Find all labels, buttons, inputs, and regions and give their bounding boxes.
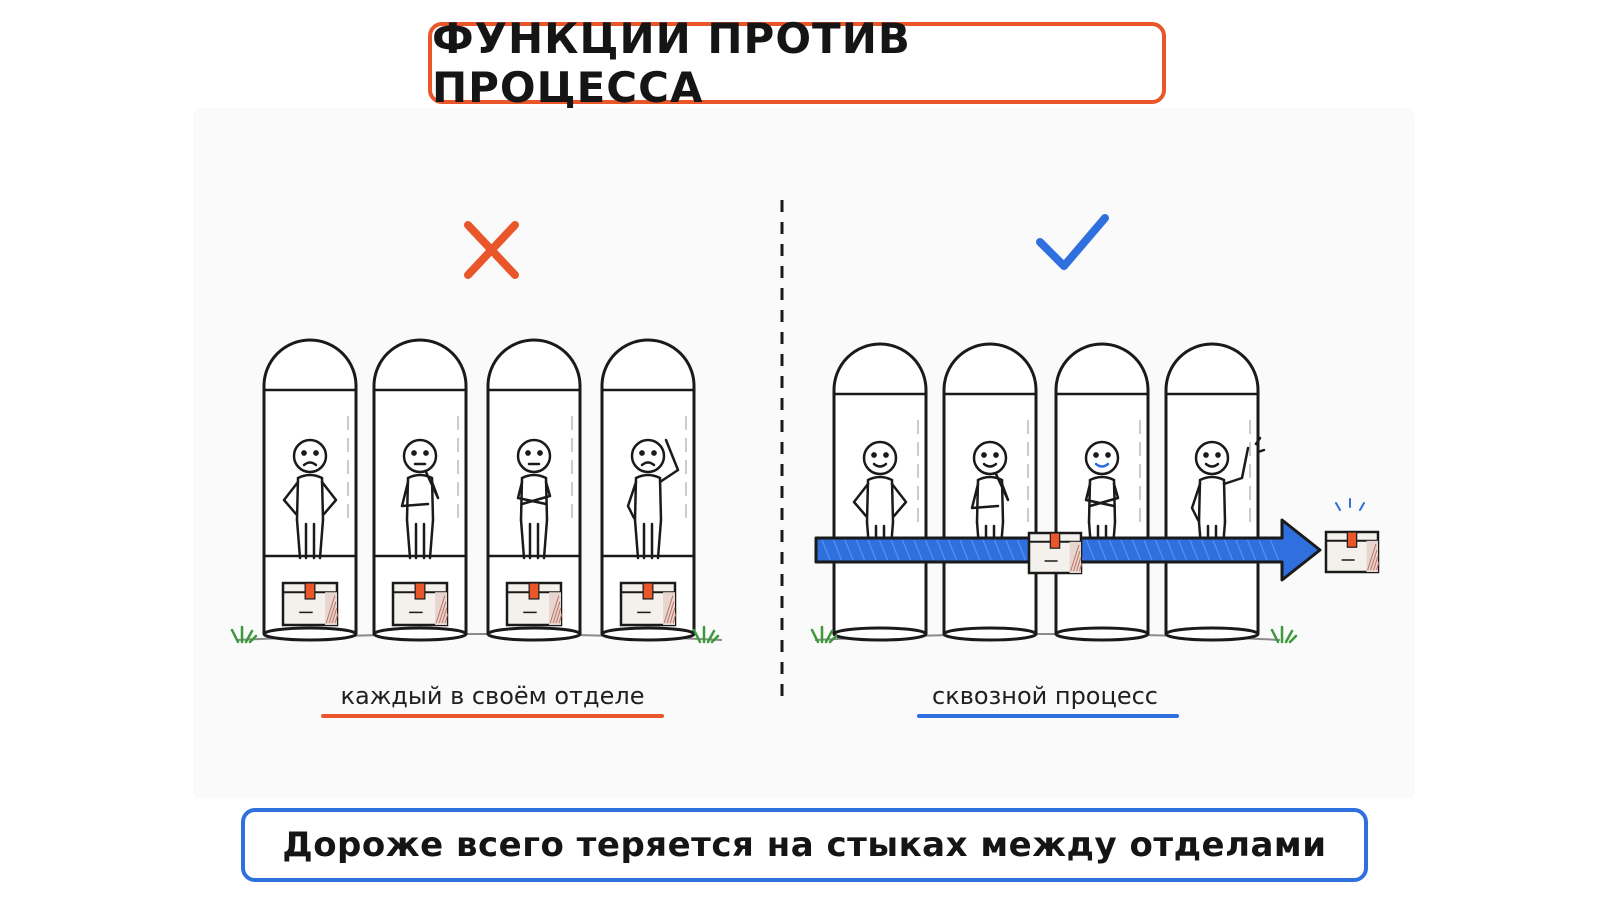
left-silo-person	[282, 438, 338, 560]
right-silo	[1164, 342, 1260, 642]
right-caption: сквозной процесс	[932, 682, 1158, 710]
left-silo	[262, 338, 358, 642]
delivered-package	[1324, 530, 1380, 574]
left-silo	[600, 338, 696, 642]
left-silo-person	[516, 438, 552, 560]
left-silo-package	[619, 581, 677, 627]
right-silo	[942, 342, 1038, 642]
left-silo-package	[505, 581, 563, 627]
left-silo-package	[391, 581, 449, 627]
right-silo	[1054, 342, 1150, 642]
left-silo	[486, 338, 582, 642]
footer-message: Дороже всего теряется на стыках между от…	[282, 825, 1327, 865]
grass-icon	[810, 625, 838, 644]
right-caption-underline	[917, 714, 1179, 718]
moving-package	[1027, 531, 1083, 575]
footer-box: Дороже всего теряется на стыках между от…	[241, 808, 1368, 882]
page-title: ФУНКЦИИ ПРОТИВ ПРОЦЕССА	[432, 14, 911, 112]
grass-icon	[1270, 625, 1298, 644]
right-silo	[832, 342, 928, 642]
checkmark-icon	[1036, 214, 1109, 270]
left-silo-package	[281, 581, 339, 627]
title-box: ФУНКЦИИ ПРОТИВ ПРОЦЕССА	[428, 14, 1166, 112]
cross-icon	[464, 221, 519, 279]
sparkle-icon	[1335, 498, 1365, 511]
left-caption-underline	[321, 714, 664, 718]
grass-icon	[692, 625, 720, 644]
grass-icon	[230, 625, 258, 644]
left-caption: каждый в своём отделе	[340, 682, 645, 710]
left-silo	[372, 338, 468, 642]
left-silo-person	[400, 438, 440, 560]
left-silo-person	[626, 438, 680, 560]
